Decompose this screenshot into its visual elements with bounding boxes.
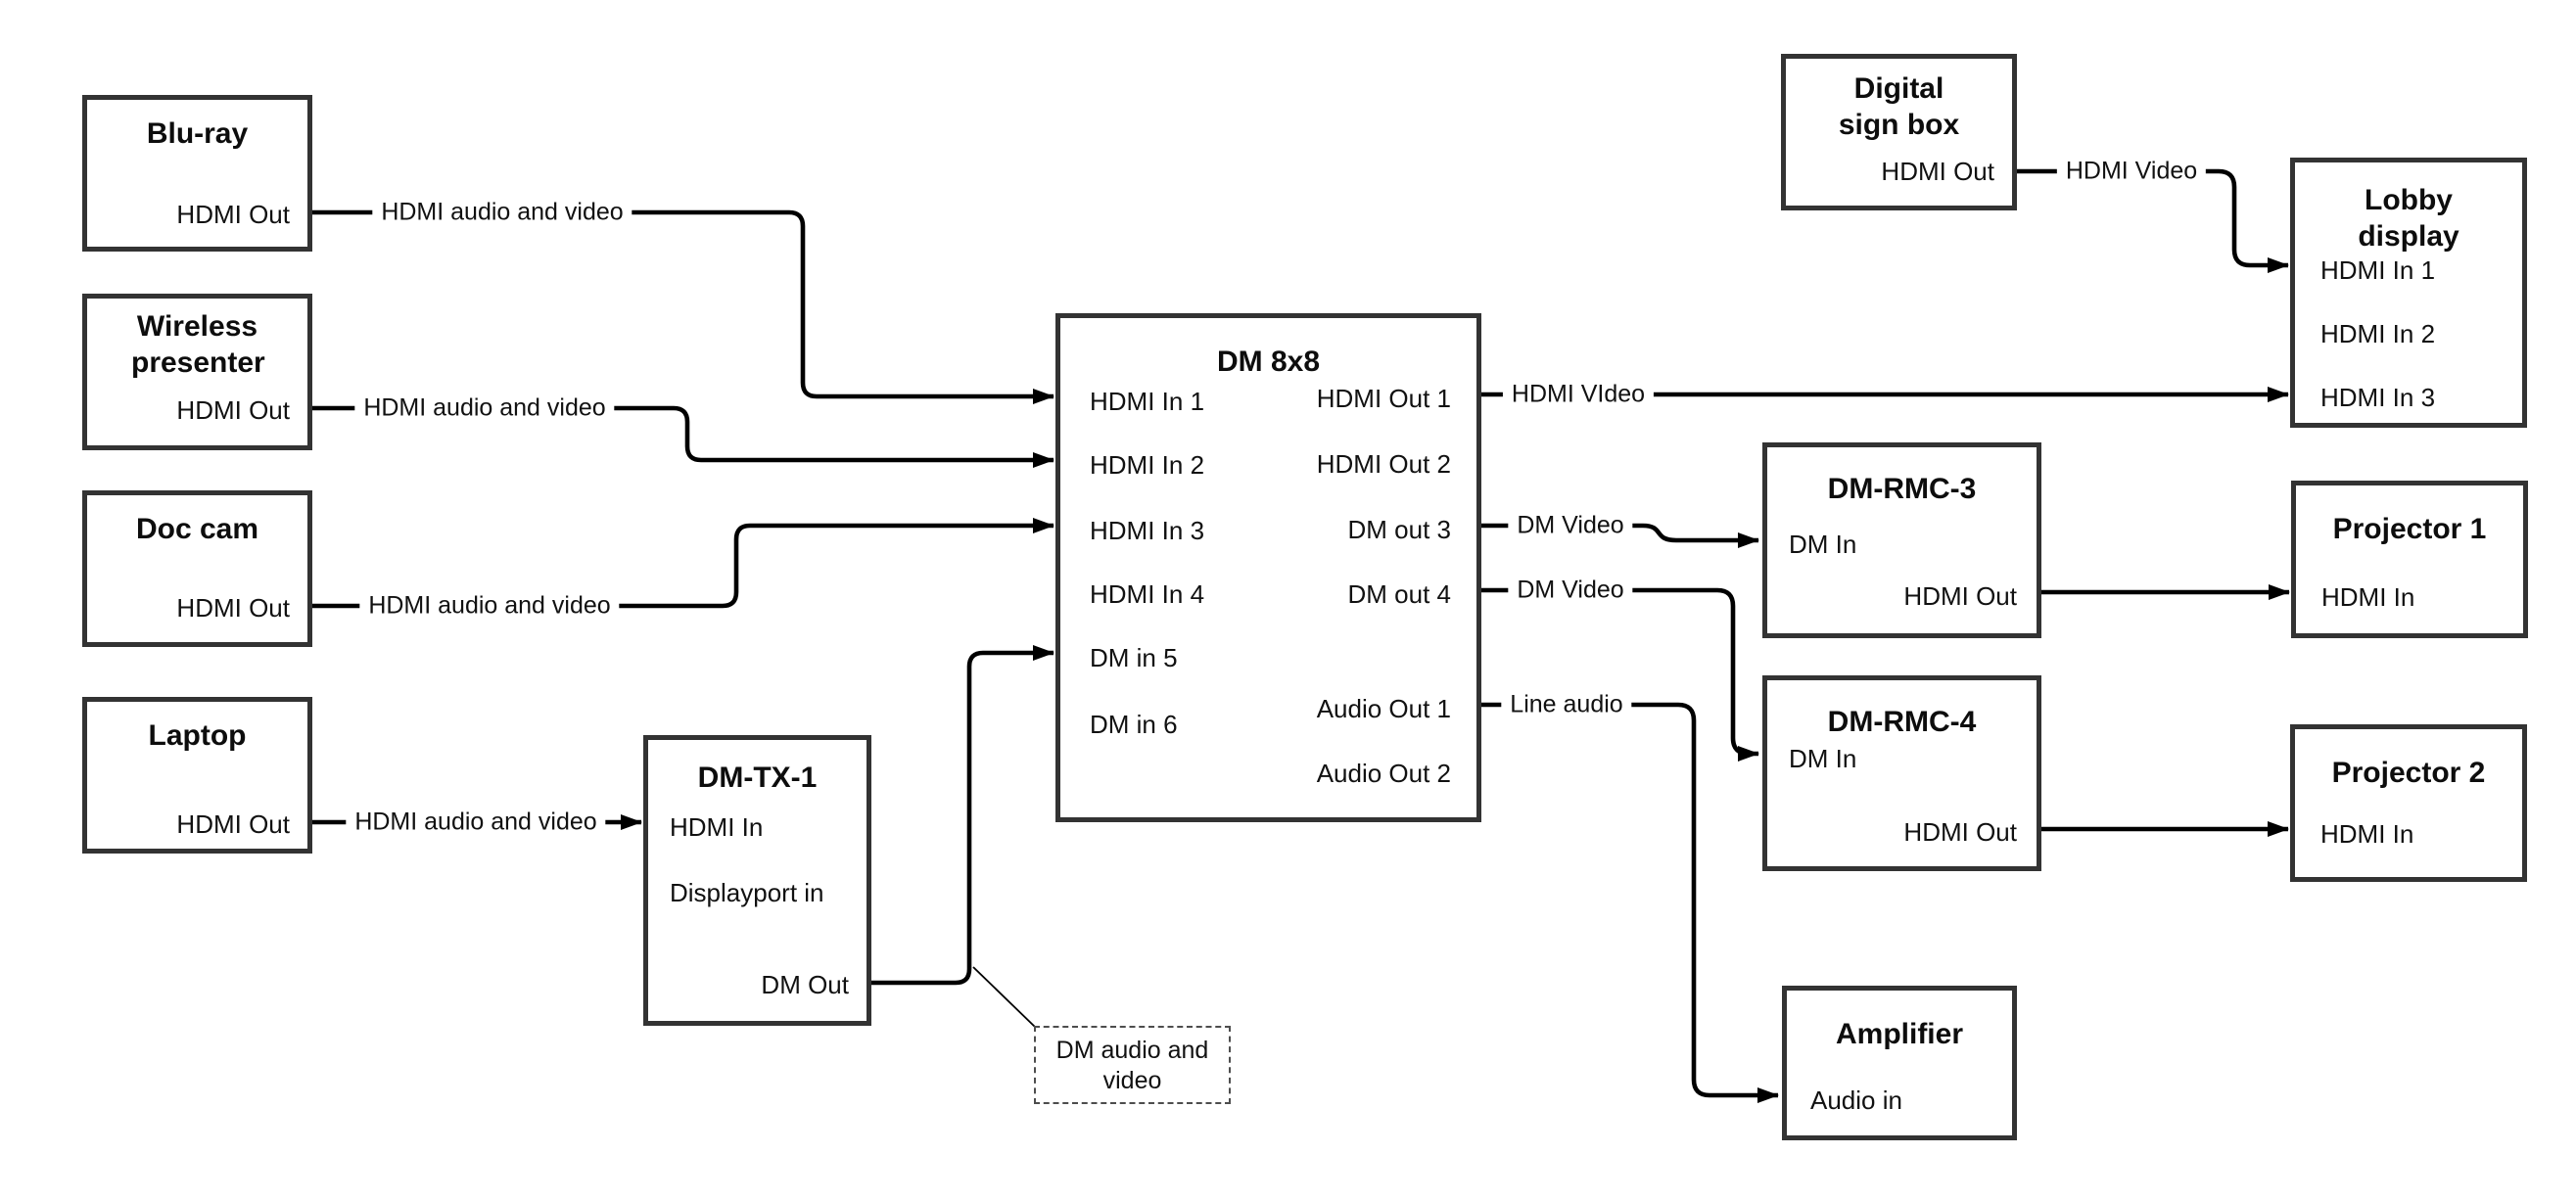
- wire-dm8x8-out3-to-dmrmc3: [1479, 523, 1759, 548]
- wire-label-doccam: HDMI audio and video: [359, 591, 620, 621]
- node-lobby-title: Lobby display: [2358, 184, 2459, 253]
- port-dm8x8-dm-in6: DM in 6: [1090, 710, 1178, 739]
- node-dmrmc4-title: DM-RMC-4: [1827, 706, 1977, 738]
- port-dmtx1-dm-out: DM Out: [761, 970, 849, 999]
- port-dm8x8-audio-out2: Audio Out 2: [1316, 759, 1451, 788]
- note-dm-audio-video-text: DM audio and video: [1055, 1037, 1209, 1094]
- wire-label-audio-out1: Line audio: [1501, 690, 1632, 719]
- node-doccam-title: Doc cam: [135, 513, 259, 545]
- port-dmtx1-displayport-in: Displayport in: [670, 878, 824, 907]
- wire-label-bluray: HDMI audio and video: [372, 198, 632, 227]
- port-dm8x8-dm-in5: DM in 5: [1090, 643, 1178, 672]
- node-wireless-title: Wireless presenter: [131, 310, 265, 379]
- port-lobby-hdmi-in3: HDMI In 3: [2320, 383, 2436, 412]
- note-dm-audio-video[interactable]: DM audio and video: [1034, 1026, 1231, 1104]
- port-doccam-hdmi-out: HDMI Out: [176, 593, 290, 623]
- node-dmtx1[interactable]: DM-TX-1 HDMI In Displayport in DM Out: [643, 735, 871, 1026]
- node-dmrmc3-title: DM-RMC-3: [1827, 473, 1977, 505]
- node-amplifier[interactable]: Amplifier Audio in: [1782, 986, 2017, 1140]
- port-dm8x8-hdmi-in1: HDMI In 1: [1090, 387, 1205, 416]
- node-dm8x8-title: DM 8x8: [1216, 346, 1321, 378]
- wire-label-dm-out4: DM Video: [1508, 576, 1633, 605]
- wire-digitalsign-to-lobby-in1: [2015, 168, 2289, 273]
- port-projector2-hdmi-in: HDMI In: [2320, 819, 2414, 849]
- port-bluray-hdmi-out: HDMI Out: [176, 200, 290, 229]
- port-digitalsign-hdmi-out: HDMI Out: [1881, 157, 1994, 186]
- node-wireless-presenter[interactable]: Wireless presenter HDMI Out: [82, 294, 312, 450]
- port-laptop-hdmi-out: HDMI Out: [176, 809, 290, 839]
- wire-label-digitalsign: HDMI Video: [2056, 157, 2207, 186]
- node-lobby-display[interactable]: Lobby display HDMI In 1 HDMI In 2 HDMI I…: [2290, 158, 2527, 428]
- port-dm8x8-audio-out1: Audio Out 1: [1316, 694, 1451, 723]
- node-laptop-title: Laptop: [148, 719, 247, 752]
- node-doccam[interactable]: Doc cam HDMI Out: [82, 490, 312, 647]
- port-lobby-hdmi-in1: HDMI In 1: [2320, 255, 2436, 285]
- node-dm8x8[interactable]: DM 8x8 HDMI In 1 HDMI In 2 HDMI In 3 HDM…: [1055, 313, 1481, 822]
- node-amplifier-title: Amplifier: [1835, 1018, 1964, 1050]
- node-projector2-title: Projector 2: [2331, 757, 2486, 789]
- port-wireless-hdmi-out: HDMI Out: [176, 395, 290, 425]
- port-amplifier-audio-in: Audio in: [1810, 1086, 1902, 1115]
- wire-label-dm-out3: DM Video: [1508, 511, 1633, 540]
- wire-bluray-to-dm8x8-in1: [312, 209, 1054, 404]
- port-dm8x8-hdmi-in4: HDMI In 4: [1090, 579, 1205, 609]
- wire-dm8x8-out4-to-dmrmc4: [1479, 587, 1759, 762]
- port-dmrmc4-dm-in: DM In: [1789, 744, 1857, 773]
- wire-doccam-to-dm8x8-in3: [312, 518, 1054, 609]
- port-dm8x8-hdmi-out1: HDMI Out 1: [1316, 384, 1451, 413]
- port-dmrmc4-hdmi-out: HDMI Out: [1903, 817, 2017, 847]
- node-projector1-title: Projector 1: [2332, 513, 2487, 545]
- wire-dmtx1-to-dm8x8-in5: [869, 645, 1054, 986]
- port-dm8x8-dm-out3: DM out 3: [1347, 515, 1452, 544]
- port-dm8x8-hdmi-in2: HDMI In 2: [1090, 450, 1205, 480]
- node-laptop[interactable]: Laptop HDMI Out: [82, 697, 312, 854]
- port-lobby-hdmi-in2: HDMI In 2: [2320, 319, 2436, 348]
- port-dmrmc3-hdmi-out: HDMI Out: [1903, 581, 2017, 611]
- port-dm8x8-hdmi-in3: HDMI In 3: [1090, 516, 1205, 545]
- port-dm8x8-hdmi-out2: HDMI Out 2: [1316, 449, 1451, 479]
- node-dmrmc4[interactable]: DM-RMC-4 DM In HDMI Out: [1762, 675, 2041, 871]
- port-dmrmc3-dm-in: DM In: [1789, 530, 1857, 559]
- node-dmrmc3[interactable]: DM-RMC-3 DM In HDMI Out: [1762, 442, 2041, 638]
- node-digitalsign-title: Digital sign box: [1838, 72, 1960, 141]
- wire-label-wireless: HDMI audio and video: [354, 393, 615, 423]
- node-bluray[interactable]: Blu-ray HDMI Out: [82, 95, 312, 252]
- wire-wireless-to-dm8x8-in2: [312, 405, 1054, 468]
- node-bluray-title: Blu-ray: [146, 117, 249, 150]
- port-dm8x8-dm-out4: DM out 4: [1347, 579, 1452, 609]
- port-dmtx1-hdmi-in: HDMI In: [670, 812, 764, 842]
- node-digitalsign[interactable]: Digital sign box HDMI Out: [1781, 54, 2017, 210]
- wire-label-hdmi-out1: HDMI VIdeo: [1502, 380, 1655, 409]
- note-leader-line: [972, 966, 1037, 1029]
- wire-label-laptop: HDMI audio and video: [346, 808, 606, 837]
- wire-dm8x8-aout1-to-amplifier: [1479, 702, 1779, 1103]
- node-projector2[interactable]: Projector 2 HDMI In: [2290, 724, 2527, 882]
- node-projector1[interactable]: Projector 1 HDMI In: [2291, 481, 2528, 638]
- node-dmtx1-title: DM-TX-1: [697, 762, 818, 794]
- port-projector1-hdmi-in: HDMI In: [2321, 582, 2415, 612]
